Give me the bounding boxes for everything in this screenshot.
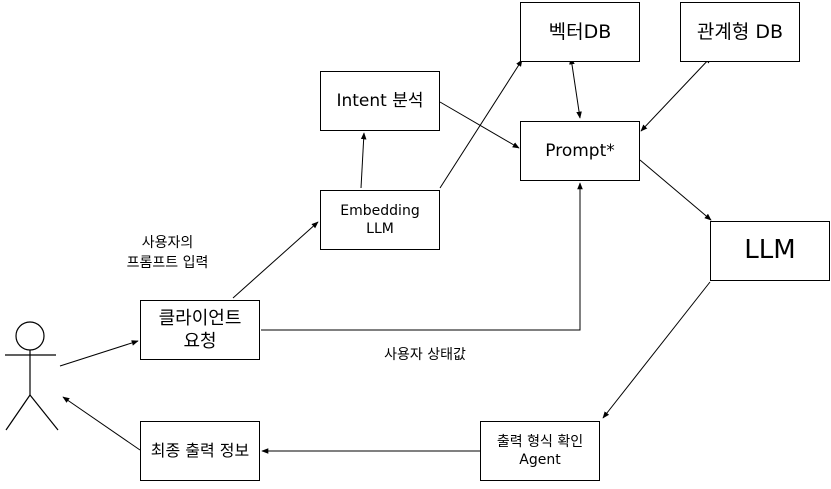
user-prompt-input-label: 사용자의 프롬프트 입력 <box>126 235 209 271</box>
edge-embedding-to-intent <box>360 132 367 189</box>
client-request-node: 클라이언트 요청 <box>140 300 260 360</box>
edge-client-to-prompt <box>261 182 583 331</box>
final-output-node: 최종 출력 정보 <box>140 421 260 481</box>
edge-actor-to-client <box>59 340 139 367</box>
embedding-llm-node: Embedding LLM <box>320 190 440 250</box>
user-actor-icon <box>5 321 59 431</box>
prompt-node: Prompt* <box>520 121 640 181</box>
edge-client-to-embedding <box>232 221 319 299</box>
edge-final-to-actor <box>62 396 141 451</box>
edge-llm-to-agent <box>602 281 711 419</box>
user-state-label: 사용자 상태값 <box>384 347 466 363</box>
edge-reldb-prompt <box>640 56 712 132</box>
intent-analysis-node: Intent 분석 <box>320 71 440 131</box>
output-format-agent-node: 출력 형식 확인 Agent <box>480 421 600 481</box>
relational-db-node: 관계형 DB <box>680 2 800 62</box>
edge-vectordb-prompt <box>569 57 582 119</box>
vector-db-node: 벡터DB <box>520 2 640 62</box>
edge-prompt-to-llm <box>639 159 712 221</box>
edge-embedding-to-vectordb <box>439 59 523 189</box>
edge-intent-to-prompt <box>439 101 520 149</box>
llm-node: LLM <box>710 221 830 281</box>
